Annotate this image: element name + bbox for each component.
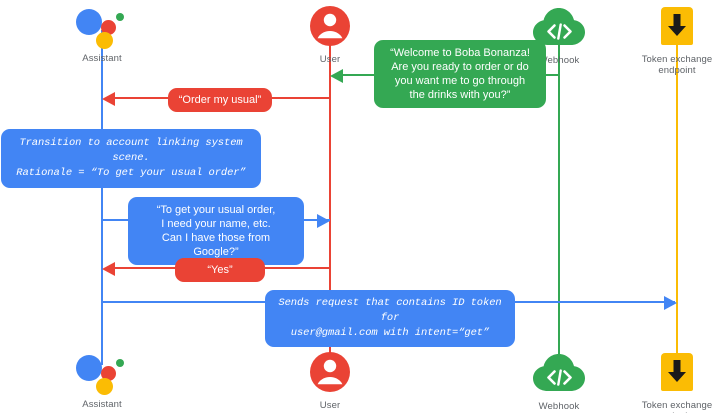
google-assistant-icon bbox=[32, 4, 172, 50]
token-endpoint-download-icon bbox=[607, 5, 725, 51]
assistant-dot-yellow-bottom bbox=[96, 378, 113, 395]
actor-webhook-top: Webhook bbox=[489, 4, 629, 66]
webhook-cloud-code-icon bbox=[489, 6, 629, 52]
lifeline-assistant bbox=[101, 30, 103, 365]
actor-user-top: User bbox=[260, 4, 400, 65]
actor-user-bottom: User bbox=[260, 350, 400, 411]
lifeline-token-exchange-endpoint bbox=[676, 30, 678, 365]
assistant-dot-red-bottom bbox=[101, 366, 116, 381]
actor-token-endpoint-top: Token exchange endpoint bbox=[607, 4, 725, 76]
arrow-head-yes bbox=[102, 262, 115, 276]
user-avatar-icon bbox=[260, 5, 400, 51]
message-bubble-welcome: “Welcome to Boba Bonanza! Are you ready … bbox=[374, 40, 546, 108]
assistant-dot-blue-bottom bbox=[76, 355, 102, 381]
lifeline-user bbox=[329, 30, 331, 365]
actor-label-token-endpoint: Token exchange endpoint bbox=[641, 54, 713, 76]
arrow-head-sends-request bbox=[664, 296, 677, 310]
message-bubble-need-name: “To get your usual order, I need your na… bbox=[128, 197, 304, 265]
lifeline-webhook bbox=[558, 30, 560, 365]
assistant-dot-green bbox=[116, 13, 124, 21]
actor-webhook-bottom: Webhook bbox=[489, 350, 629, 412]
actor-label-webhook: Webhook bbox=[538, 55, 580, 66]
user-avatar-icon-bottom bbox=[260, 351, 400, 397]
assistant-dot-green-bottom bbox=[116, 359, 124, 367]
assistant-dot-red bbox=[101, 20, 116, 35]
actor-label-assistant-bottom: Assistant bbox=[82, 399, 122, 410]
actor-label-user: User bbox=[319, 54, 341, 65]
assistant-dot-blue bbox=[76, 9, 102, 35]
message-bubble-transition-note: Transition to account linking system sce… bbox=[1, 129, 261, 188]
actor-label-token-endpoint-bottom: Token exchange endpoint bbox=[641, 400, 713, 413]
message-bubble-yes: “Yes” bbox=[175, 258, 265, 282]
actor-label-assistant: Assistant bbox=[82, 53, 122, 64]
arrow-head-welcome bbox=[330, 69, 343, 83]
arrow-head-need-name bbox=[317, 214, 330, 228]
message-bubble-order-my-usual: “Order my usual” bbox=[168, 88, 272, 112]
actor-assistant-top: Assistant bbox=[32, 4, 172, 64]
webhook-cloud-code-icon-bottom bbox=[489, 352, 629, 398]
message-bubble-sends-request: Sends request that contains ID token for… bbox=[265, 290, 515, 347]
arrow-head-order-my-usual bbox=[102, 92, 115, 106]
actor-token-endpoint-bottom: Token exchange endpoint bbox=[607, 350, 725, 413]
token-endpoint-download-icon-bottom bbox=[607, 351, 725, 397]
actor-label-webhook-bottom: Webhook bbox=[538, 401, 580, 412]
actor-assistant-bottom: Assistant bbox=[32, 350, 172, 410]
assistant-dot-yellow bbox=[96, 32, 113, 49]
actor-label-user-bottom: User bbox=[319, 400, 341, 411]
google-assistant-icon-bottom bbox=[32, 350, 172, 396]
